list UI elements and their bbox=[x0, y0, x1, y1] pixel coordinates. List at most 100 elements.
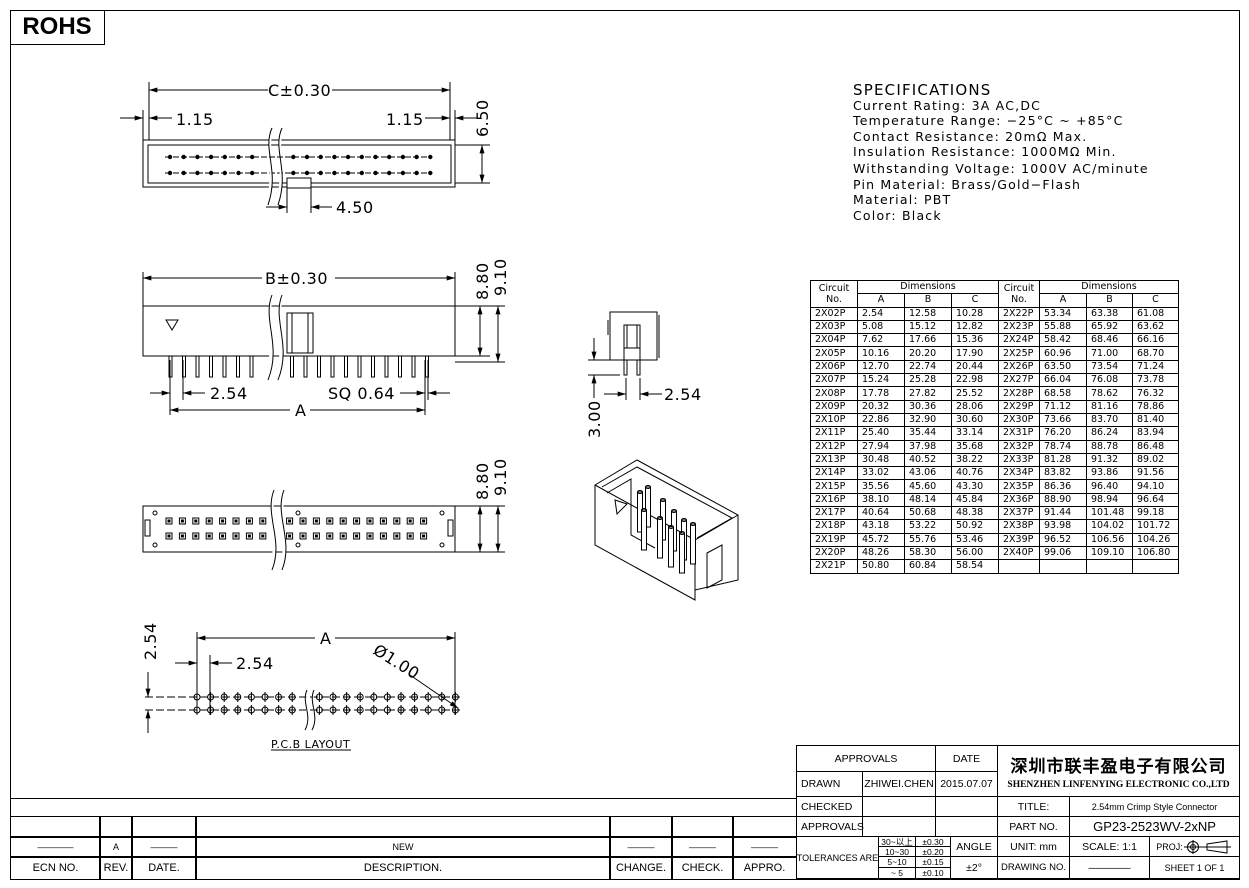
approvals-header: APPROVALS bbox=[796, 745, 936, 772]
pin-square bbox=[221, 534, 225, 538]
dimension-cell: 76.08 bbox=[1086, 373, 1133, 388]
dim-8-80-bottom: 8.80 bbox=[473, 462, 492, 500]
dimension-cell: 73.66 bbox=[1039, 412, 1087, 428]
iso-pin-tip bbox=[645, 485, 651, 489]
specs-title: SPECIFICATIONS bbox=[853, 81, 992, 99]
pin-square bbox=[422, 534, 426, 538]
dimension-cell: 94.10 bbox=[1132, 479, 1179, 494]
pin-pad bbox=[165, 532, 173, 540]
revision-header: REV. bbox=[99, 856, 133, 880]
pin-pad bbox=[178, 517, 186, 525]
tol-value: ±0.10 bbox=[915, 867, 951, 879]
pin-square bbox=[247, 519, 251, 523]
circuit-cell: 2X06P bbox=[810, 359, 858, 375]
pin-pad bbox=[379, 517, 387, 525]
revision-header: APPRO. bbox=[732, 856, 797, 880]
dimension-cell: 91.44 bbox=[1039, 506, 1087, 521]
dimension-cell: 48.14 bbox=[904, 492, 952, 508]
pin bbox=[249, 355, 254, 378]
pin-square bbox=[180, 519, 184, 523]
circuit-cell: 2X08P bbox=[810, 386, 858, 401]
pin-pad bbox=[312, 517, 320, 525]
circuit-cell: 2X17P bbox=[810, 506, 858, 521]
revision-cell bbox=[10, 816, 101, 838]
dimension-cell: 76.20 bbox=[1039, 426, 1087, 441]
dimension-cell: 83.94 bbox=[1132, 426, 1179, 441]
pin-square bbox=[221, 519, 225, 523]
pin-dot bbox=[359, 170, 364, 176]
circuit-cell bbox=[998, 559, 1040, 574]
pin-pad bbox=[232, 532, 240, 540]
dimension-cell: 50.80 bbox=[857, 559, 905, 574]
spec-line: Withstanding Voltage: 1000V AC/minute bbox=[853, 161, 1149, 176]
spec-line: Temperature Range: −25°C ~ +85°C bbox=[853, 113, 1124, 128]
pin-dot bbox=[345, 154, 351, 160]
pin-pad bbox=[259, 517, 267, 525]
drawing-no-value: ———— bbox=[1069, 856, 1150, 879]
pin-square bbox=[381, 519, 385, 523]
dimension-cell: 32.90 bbox=[904, 412, 952, 428]
dimension-cell: 7.62 bbox=[857, 333, 905, 348]
dimension-cell: 45.60 bbox=[904, 479, 952, 494]
dimension-cell: 33.14 bbox=[951, 426, 999, 441]
pin-dot bbox=[222, 170, 227, 176]
pin-pad bbox=[219, 532, 227, 540]
dimension-cell: 22.98 bbox=[951, 373, 999, 388]
dimension-cell: 60.84 bbox=[904, 559, 952, 574]
col-b: B bbox=[1086, 293, 1133, 308]
approved-date bbox=[935, 816, 998, 837]
pin-pad bbox=[259, 532, 267, 540]
dim-9-10-bottom: 9.10 bbox=[491, 458, 510, 496]
rohs-badge: ROHS bbox=[10, 10, 105, 45]
pin-pad bbox=[286, 517, 294, 525]
circuit-cell: 2X38P bbox=[998, 519, 1040, 534]
dimension-cell: 96.52 bbox=[1039, 532, 1087, 547]
sheet: SHEET 1 OF 1 bbox=[1149, 856, 1240, 879]
title-label: TITLE: bbox=[997, 796, 1070, 817]
dimensions-header: Dimensions bbox=[1039, 279, 1179, 295]
col-c: C bbox=[951, 293, 999, 308]
iso-pin-tip bbox=[637, 490, 643, 494]
pin bbox=[384, 355, 389, 378]
dimension-cell: 104.26 bbox=[1132, 532, 1179, 547]
dimension-cell: 109.10 bbox=[1086, 545, 1133, 561]
dimension-cell: 78.62 bbox=[1086, 386, 1133, 401]
pin-pad bbox=[192, 517, 200, 525]
pin bbox=[317, 355, 321, 378]
dim-b: B±0.30 bbox=[265, 269, 328, 288]
pin-square bbox=[368, 519, 372, 523]
circuit-cell: 2X24P bbox=[998, 333, 1040, 348]
pin-pad bbox=[165, 517, 173, 525]
dim-3-00: 3.00 bbox=[585, 400, 604, 438]
pin-square bbox=[234, 534, 238, 538]
dimension-cell: 20.20 bbox=[904, 346, 952, 361]
col-a: A bbox=[1039, 293, 1087, 308]
dimension-cell: 91.32 bbox=[1086, 452, 1133, 468]
dim-pcb-pitch: 2.54 bbox=[236, 654, 274, 673]
circuit-cell: 2X20P bbox=[810, 545, 858, 561]
pcb-layout-label: P.C.B LAYOUT bbox=[271, 738, 350, 751]
dimension-cell: 22.86 bbox=[857, 412, 905, 428]
pin-square bbox=[194, 534, 198, 538]
pin-dot bbox=[428, 154, 433, 160]
circuit-cell: 2X19P bbox=[810, 532, 858, 547]
pin-dot bbox=[304, 170, 310, 176]
pin-pad bbox=[245, 517, 253, 525]
pin-dot bbox=[208, 154, 214, 160]
dimension-cell: 61.08 bbox=[1132, 306, 1179, 321]
dimension-cell: 53.22 bbox=[904, 519, 952, 534]
dimension-cell: 78.86 bbox=[1132, 399, 1179, 414]
pin-dot bbox=[195, 154, 200, 160]
dimension-cell: 91.56 bbox=[1132, 466, 1179, 481]
circuit-cell: 2X40P bbox=[998, 545, 1040, 561]
company-name-en: SHENZHEN LINFENYING ELECTRONIC CO.,LTD bbox=[1007, 780, 1230, 790]
pin-pad bbox=[205, 532, 213, 540]
spec-line: Contact Resistance: 20mΩ Max. bbox=[853, 129, 1088, 144]
pin-dot bbox=[208, 170, 214, 176]
